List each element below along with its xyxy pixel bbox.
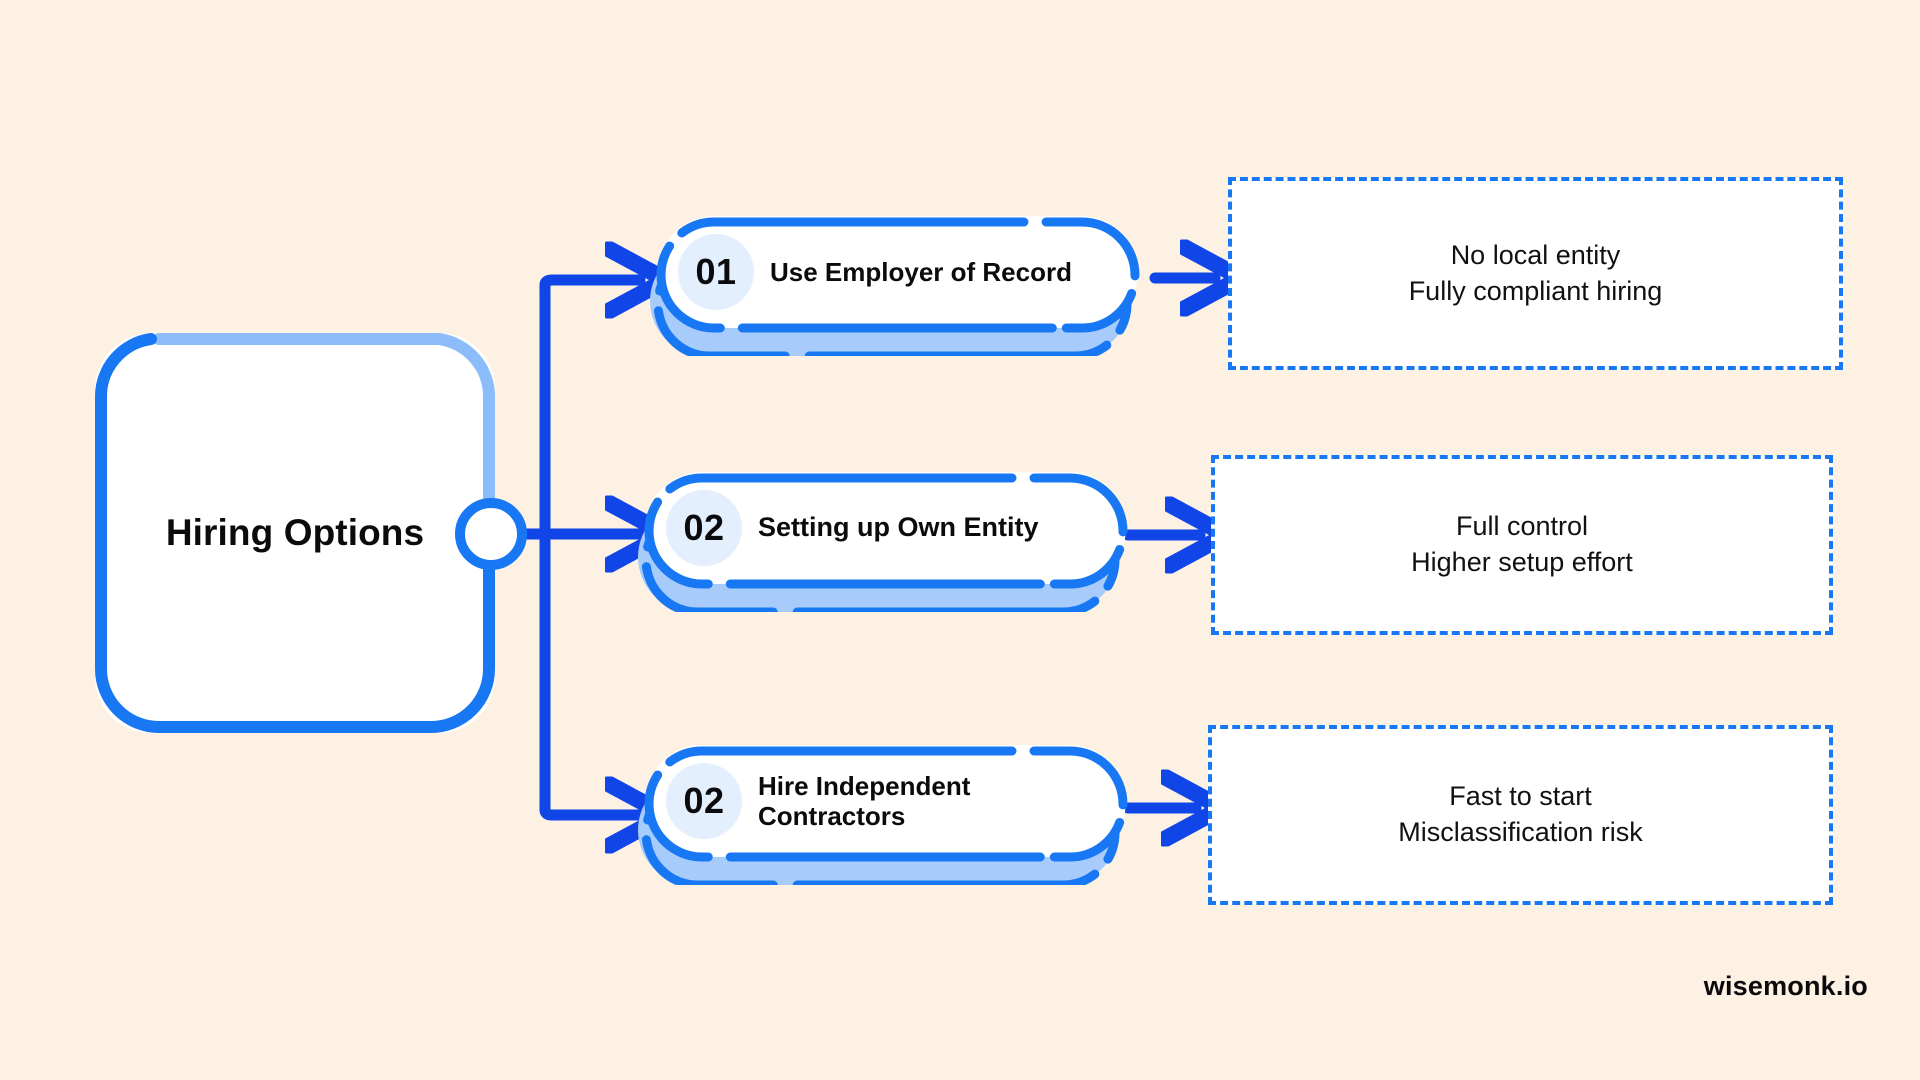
root-node-label: Hiring Options — [165, 512, 425, 553]
option-card-3[interactable]: 02 Hire Independent Contractors — [638, 745, 1128, 885]
outcome-box-1[interactable]: No local entity Fully compliant hiring — [1228, 177, 1843, 370]
option-card-3-badge: 02 — [666, 763, 742, 839]
root-node-border — [95, 333, 495, 733]
option-card-3-border — [644, 746, 1128, 862]
outcome-box-1-line1: No local entity — [1450, 239, 1621, 270]
branch-line-1 — [539, 280, 640, 285]
option-card-3-body: 02 Hire Independent Contractors — [646, 745, 1126, 857]
option-card-2-body: 02 Setting up Own Entity — [646, 472, 1126, 584]
option-card-3-label: Hire Independent Contractors — [758, 770, 971, 831]
option-card-2-border — [644, 473, 1128, 589]
option-card-1-border — [656, 217, 1140, 333]
outcome-box-3-line1: Fast to start — [1449, 781, 1592, 812]
option-card-2-badge: 02 — [666, 490, 742, 566]
outcome-box-2-line1: Full control — [1455, 511, 1589, 542]
option-card-1-badge: 01 — [678, 234, 754, 310]
root-node[interactable]: Hiring Options — [95, 333, 495, 733]
root-node-fill — [95, 333, 495, 733]
option-card-2-label: Setting up Own Entity — [758, 512, 1039, 543]
outcome-box-3-line2: Misclassification risk — [1398, 817, 1643, 847]
option-card-2[interactable]: 02 Setting up Own Entity — [638, 472, 1128, 612]
outcome-box-3[interactable]: Fast to start Misclassification risk — [1208, 725, 1833, 905]
option-card-1-label: Use Employer of Record — [770, 256, 1072, 287]
branch-junction-knob[interactable] — [455, 498, 527, 570]
option-card-1[interactable]: 01 Use Employer of Record — [650, 216, 1140, 356]
option-card-1-body: 01 Use Employer of Record — [658, 216, 1138, 328]
watermark-label: wisemonk.io — [1703, 971, 1868, 1001]
outcome-box-2-line2: Higher setup effort — [1411, 547, 1633, 577]
outcome-box-3-text: Fast to start Misclassification risk — [1398, 779, 1643, 850]
outcome-box-1-text: No local entity Fully compliant hiring — [1409, 238, 1663, 309]
branch-line-3 — [539, 810, 640, 815]
outcome-box-2[interactable]: Full control Higher setup effort — [1211, 455, 1833, 635]
outcome-box-2-text: Full control Higher setup effort — [1411, 509, 1633, 580]
outcome-box-1-line2: Fully compliant hiring — [1408, 275, 1663, 306]
